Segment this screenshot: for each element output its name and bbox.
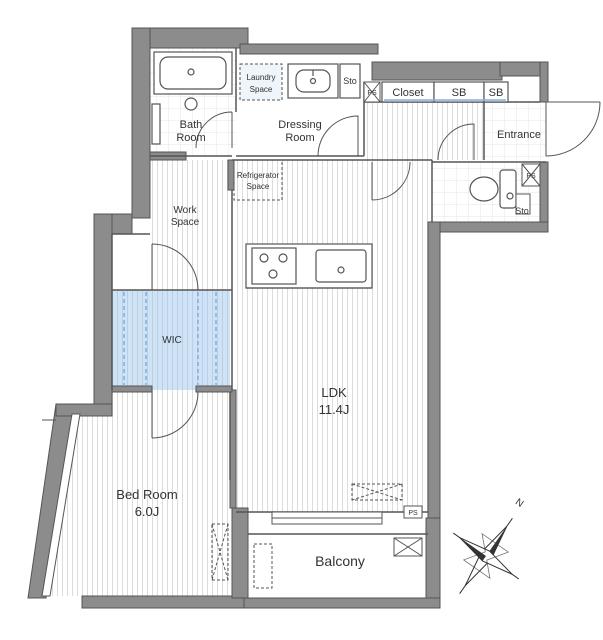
wall-work-top xyxy=(111,213,133,235)
ps-top-label: PS xyxy=(367,90,377,97)
bedroom-label-2: 6.0J xyxy=(135,504,160,519)
work-floor xyxy=(150,160,232,290)
sto-top-box xyxy=(339,63,361,99)
closet-storage xyxy=(381,81,509,103)
bath-label-2: Room xyxy=(176,132,205,144)
bedroom-floor xyxy=(46,390,232,596)
kitchen-counter xyxy=(245,243,373,289)
aircon-ldk xyxy=(351,483,403,501)
refrigerator-space xyxy=(233,159,283,201)
aircon-bedroom xyxy=(211,523,229,581)
wall-top-step xyxy=(239,43,379,55)
balcony-label: Balcony xyxy=(315,553,365,569)
sto-toilet-box xyxy=(515,193,531,215)
work-label-2: Space xyxy=(171,217,200,228)
washbasin xyxy=(287,63,339,99)
ldk-label-1: LDK xyxy=(321,385,347,400)
laundry-label-1: Laundry xyxy=(247,73,276,82)
refrigerator-label-1: Refrigerator xyxy=(237,171,280,180)
sto-top-label: Sto xyxy=(343,76,357,86)
ldk-label-2: 11.4J xyxy=(319,402,350,417)
room-labels: Bath Room Laundry Space Sto PS Dressing … xyxy=(116,73,541,569)
wall-right-entry xyxy=(539,61,549,103)
outdoor-unit xyxy=(253,537,423,589)
refrigerator-label-2: Space xyxy=(247,182,270,191)
wall-left-bath xyxy=(131,27,151,219)
wall-left-work xyxy=(93,213,113,415)
compass-icon xyxy=(452,518,520,594)
balcony-floor xyxy=(248,534,428,598)
ps-toilet-label: PS xyxy=(526,173,536,180)
wall-ldk-right xyxy=(427,221,441,519)
wall-balcony-bottom xyxy=(243,597,441,609)
wall-right-toilet xyxy=(539,161,549,231)
hall-floor xyxy=(364,102,484,160)
bathtub xyxy=(153,51,233,95)
wall-wic-bottom xyxy=(111,385,153,393)
ps-toilet-box xyxy=(521,163,541,187)
sb2-label: SB xyxy=(489,87,504,99)
doors xyxy=(42,101,601,525)
entrance-floor xyxy=(484,102,546,160)
closet-label: Closet xyxy=(392,87,423,99)
wall-ldk-upper-left xyxy=(227,159,235,191)
wic-floor xyxy=(112,290,230,390)
sb1-label: SB xyxy=(452,87,467,99)
wall-bedroom-top xyxy=(55,403,113,417)
dressing-label-2: Room xyxy=(285,132,314,144)
wall-ldk-left-mid xyxy=(229,389,237,509)
bedroom-window xyxy=(41,413,81,597)
laundry-label-2: Space xyxy=(250,85,273,94)
wall-toilet-bottom xyxy=(427,221,549,233)
bedroom-label-1: Bed Room xyxy=(116,487,177,502)
wall-wic-bottom2 xyxy=(195,385,233,393)
dressing-label-1: Dressing xyxy=(278,119,321,131)
wall-balcony-right xyxy=(425,517,441,609)
compass-north-label: N xyxy=(513,497,525,510)
work-label-1: Work xyxy=(173,205,197,216)
sto-toilet-label: Sto xyxy=(515,206,529,216)
bath-basin xyxy=(151,97,198,145)
wall-top-mid xyxy=(371,61,503,81)
wall-bedroom-balcony xyxy=(231,507,249,599)
walls xyxy=(27,27,549,609)
toilet xyxy=(469,169,517,209)
ps-ldk-box xyxy=(403,505,423,519)
bath-label-1: Bath xyxy=(180,119,203,131)
ldk-floor xyxy=(234,160,428,512)
wic-shelves xyxy=(123,292,217,386)
wall-bottom xyxy=(81,595,249,609)
ps-ldk-label: PS xyxy=(408,510,418,517)
wic-label: WIC xyxy=(162,335,181,346)
laundry-space xyxy=(239,63,283,101)
entrance-label: Entrance xyxy=(497,129,541,141)
ps-top-box xyxy=(363,81,381,103)
